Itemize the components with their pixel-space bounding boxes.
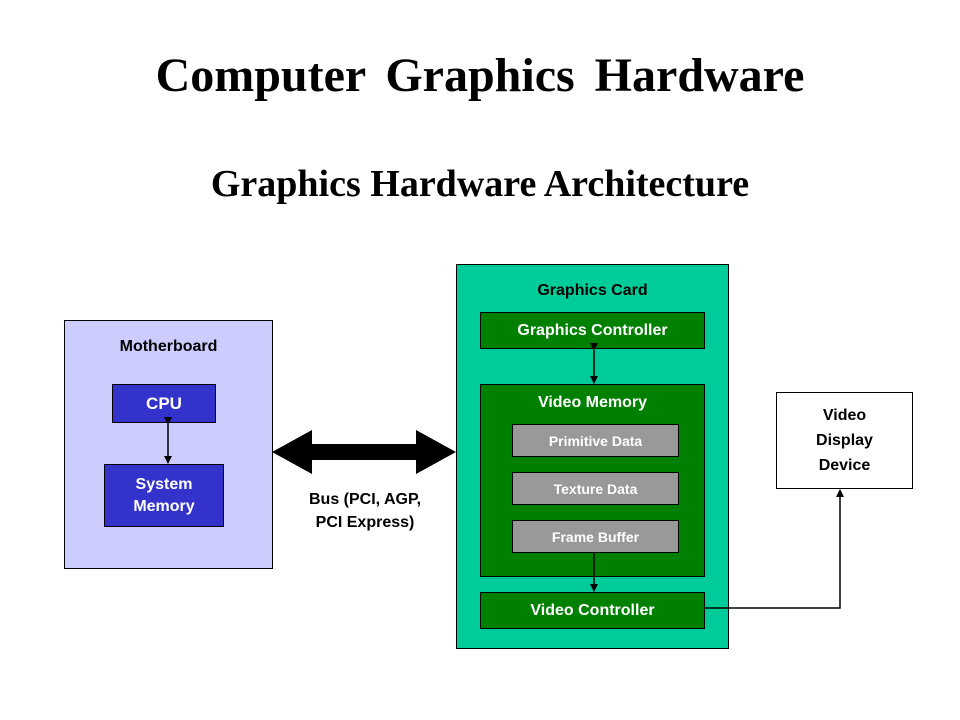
system-memory-line2: Memory bbox=[133, 497, 195, 515]
motherboard-label: Motherboard bbox=[119, 338, 218, 355]
video-display-device-box: Video Display Device bbox=[776, 392, 913, 489]
texture-data-box: Texture Data bbox=[512, 472, 679, 505]
bus-label: Bus (PCI, AGP, PCI Express) bbox=[272, 488, 458, 534]
display-line2: Display bbox=[816, 432, 873, 449]
display-line3: Device bbox=[818, 457, 871, 474]
system-memory-line1: System bbox=[135, 475, 193, 493]
bus-double-arrow bbox=[272, 430, 456, 474]
frame-buffer-box: Frame Buffer bbox=[512, 520, 679, 553]
video-controller-box: Video Controller bbox=[480, 592, 705, 629]
bus-label-line1: Bus (PCI, AGP, bbox=[308, 491, 422, 508]
cpu-box: CPU bbox=[112, 384, 216, 423]
bus-label-line2: PCI Express) bbox=[315, 514, 415, 531]
graphics-controller-box: Graphics Controller bbox=[480, 312, 705, 349]
display-line1: Video bbox=[822, 407, 867, 424]
system-memory-box: System Memory bbox=[104, 464, 224, 527]
motherboard-panel bbox=[64, 320, 273, 569]
page-title: Computer Graphics Hardware bbox=[155, 49, 805, 102]
page-subtitle: Graphics Hardware Architecture bbox=[210, 163, 750, 205]
graphics-card-label: Graphics Card bbox=[537, 282, 648, 299]
video-memory-label: Video Memory bbox=[537, 394, 648, 411]
primitive-data-box: Primitive Data bbox=[512, 424, 679, 457]
